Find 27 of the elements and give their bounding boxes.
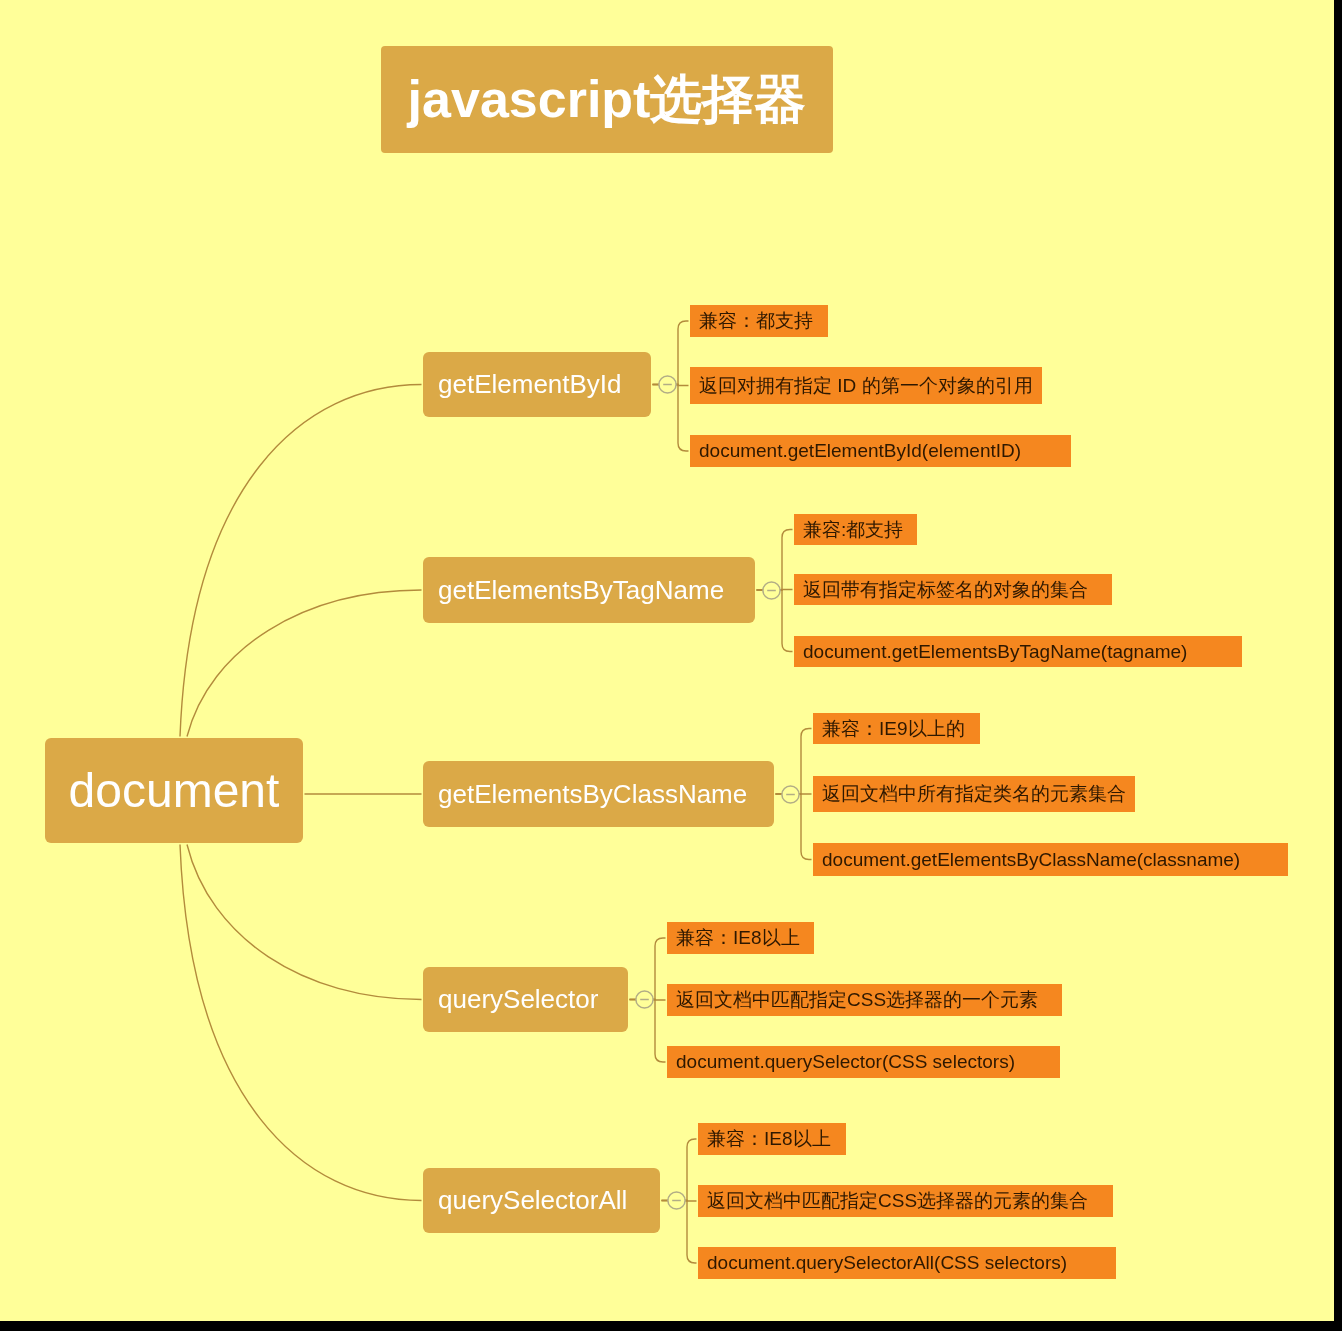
connector-line <box>179 843 423 1202</box>
detail-box: document.querySelectorAll(CSS selectors) <box>698 1247 1116 1279</box>
detail-box: 兼容：IE9以上的 <box>813 713 980 744</box>
detail-box: 返回对拥有指定 ID 的第一个对象的引用 <box>690 367 1042 404</box>
detail-box: 兼容：都支持 <box>690 305 828 337</box>
detail-box: 返回带有指定标签名的对象的集合 <box>794 574 1112 605</box>
subtopic-box: getElementById <box>423 352 651 417</box>
detail-box: document.getElementsByClassName(classname) <box>813 843 1288 876</box>
subtopic-box: querySelectorAll <box>423 1168 660 1233</box>
detail-box: 兼容：IE8以上 <box>667 922 814 954</box>
detail-box: document.getElementsByTagName(tagname) <box>794 636 1242 667</box>
title-banner: javascript选择器 <box>381 46 833 153</box>
detail-box: 返回文档中所有指定类名的元素集合 <box>813 776 1135 812</box>
subtopic-box: querySelector <box>423 967 628 1032</box>
detail-box: 返回文档中匹配指定CSS选择器的一个元素 <box>667 984 1062 1016</box>
connector-line <box>179 383 423 738</box>
connector-line <box>186 589 423 738</box>
detail-box: 兼容:都支持 <box>794 514 917 545</box>
subtopic-box: getElementsByTagName <box>423 557 755 623</box>
detail-box: 返回文档中匹配指定CSS选择器的元素的集合 <box>698 1185 1113 1217</box>
detail-box: 兼容：IE8以上 <box>698 1123 846 1155</box>
detail-box: document.getElementById(elementID) <box>690 435 1071 467</box>
connector-line <box>303 793 423 795</box>
central-topic-box: document <box>45 738 303 843</box>
subtopic-box: getElementsByClassName <box>423 761 774 827</box>
connector-line <box>186 843 423 1001</box>
detail-box: document.querySelector(CSS selectors) <box>667 1046 1060 1078</box>
